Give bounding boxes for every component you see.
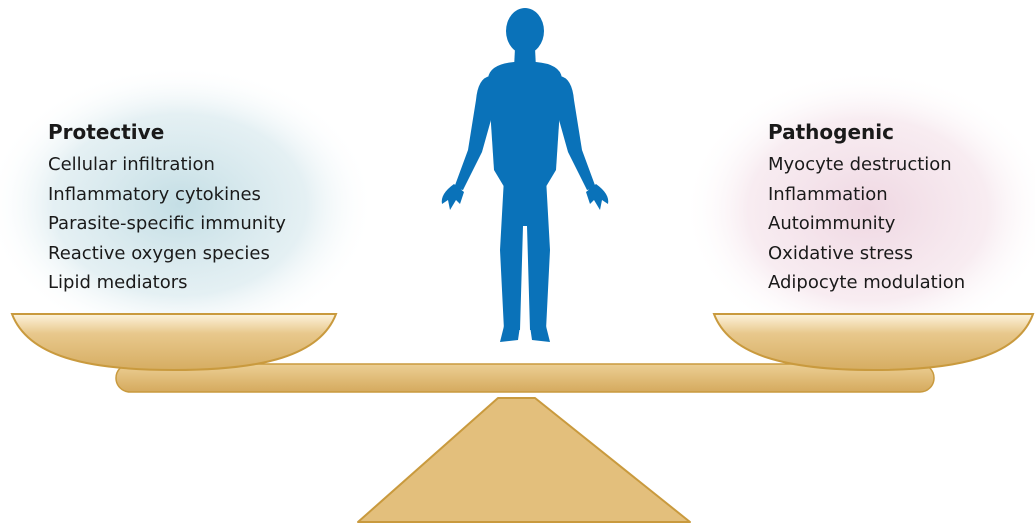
pathogenic-item: Adipocyte modulation (768, 268, 965, 298)
protective-item: Inflammatory cytokines (48, 180, 286, 210)
pathogenic-pan (714, 314, 1033, 370)
protective-item: Parasite-specific immunity (48, 209, 286, 239)
protective-item: Lipid mediators (48, 268, 286, 298)
fulcrum (358, 398, 690, 522)
protective-item: Reactive oxygen species (48, 239, 286, 269)
pathogenic-heading: Pathogenic (768, 118, 965, 146)
protective-heading: Protective (48, 118, 286, 146)
pathogenic-item: Inflammation (768, 180, 965, 210)
human-figure-icon (442, 8, 609, 342)
protective-list: Protective Cellular infiltration Inflamm… (48, 118, 286, 298)
pathogenic-item: Myocyte destruction (768, 150, 965, 180)
pathogenic-list: Pathogenic Myocyte destruction Inflammat… (768, 118, 965, 298)
pathogenic-item: Oxidative stress (768, 239, 965, 269)
protective-pan (12, 314, 336, 370)
protective-item: Cellular infiltration (48, 150, 286, 180)
balance-beam (116, 364, 934, 392)
pathogenic-item: Autoimmunity (768, 209, 965, 239)
